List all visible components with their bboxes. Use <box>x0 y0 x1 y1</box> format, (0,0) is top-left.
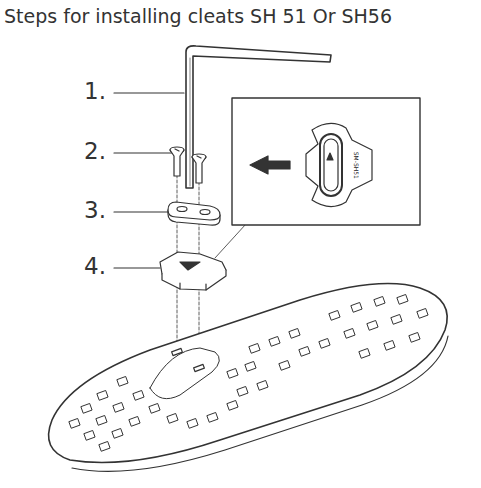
leader-line <box>114 152 172 153</box>
inset-box <box>232 98 420 225</box>
leader-line <box>114 211 170 212</box>
callout-number: 4. <box>84 254 106 279</box>
bolt <box>170 147 206 183</box>
sole-lugs <box>69 294 428 451</box>
callout-number: 2. <box>84 139 106 164</box>
part-code: SM-SH51 <box>353 151 360 178</box>
shoe-sole <box>49 284 448 472</box>
cleat <box>160 252 226 290</box>
inset-leader <box>215 224 246 258</box>
callout-number: 1. <box>84 79 106 104</box>
leader-line <box>114 92 184 93</box>
leader-line <box>114 267 160 268</box>
callout-number: 3. <box>84 198 106 223</box>
washer-plate <box>168 202 220 225</box>
direction-arrow <box>250 156 290 174</box>
title: Steps for installing cleats SH 51 Or SH5… <box>4 6 392 27</box>
